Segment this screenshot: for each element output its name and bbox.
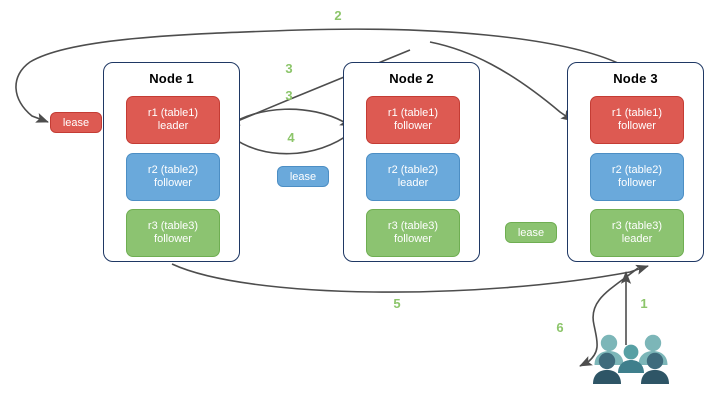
replica-r2-node2[interactable]: r2 (table2) leader (366, 153, 460, 201)
replica-r2-node1[interactable]: r2 (table2) follower (126, 153, 220, 201)
replica-r1-node2[interactable]: r1 (table1) follower (366, 96, 460, 144)
replica-name: r1 (table1) (611, 107, 663, 119)
replica-r2-node3[interactable]: r2 (table2) follower (590, 153, 684, 201)
step-label-4: 4 (287, 130, 295, 145)
replica-role: leader (157, 120, 189, 132)
replica-name: r3 (table3) (147, 220, 199, 232)
replica-r3-node3[interactable]: r3 (table3) leader (590, 209, 684, 257)
edge-6-node3-to-client (579, 267, 639, 367)
lease-badge-green[interactable]: lease (505, 222, 557, 243)
replica-role: follower (618, 120, 656, 132)
replica-role: leader (397, 177, 429, 189)
replica-role: follower (394, 120, 432, 132)
lease-label: lease (517, 226, 545, 239)
replica-name: r3 (table3) (611, 220, 663, 232)
edge-2-lease-transfer (15, 28, 621, 123)
node-container-3[interactable]: Node 3 r1 (table1) follower r2 (table2) … (567, 62, 704, 262)
step-label-5: 5 (393, 296, 401, 311)
replica-r3-node2[interactable]: r3 (table3) follower (366, 209, 460, 257)
lease-label: lease (289, 170, 317, 183)
step-label-6: 6 (556, 320, 564, 335)
replica-name: r2 (table2) (387, 164, 439, 176)
replica-name: r1 (table1) (387, 107, 439, 119)
replica-name: r2 (table2) (611, 164, 663, 176)
replica-r1-node1[interactable]: r1 (table1) leader (126, 96, 220, 144)
edge-5-node1-to-node3 (171, 263, 649, 293)
lease-badge-blue[interactable]: lease (277, 166, 329, 187)
step-label-2: 2 (334, 8, 342, 23)
step-label-1: 1 (640, 296, 648, 311)
replica-name: r2 (table2) (147, 164, 199, 176)
node-title: Node 3 (613, 71, 658, 86)
replica-role: leader (621, 233, 653, 245)
edge-request-to-node3 (429, 41, 574, 122)
people-group-icon (593, 334, 669, 384)
replica-role: follower (154, 233, 192, 245)
lease-label: lease (62, 116, 90, 129)
node-container-1[interactable]: Node 1 r1 (table1) leader r2 (table2) fo… (103, 62, 240, 262)
lease-badge-red[interactable]: lease (50, 112, 102, 133)
node-title: Node 1 (149, 71, 194, 86)
replica-role: follower (154, 177, 192, 189)
node-container-2[interactable]: Node 2 r1 (table1) follower r2 (table2) … (343, 62, 480, 262)
client-actor (592, 332, 670, 388)
replica-role: follower (618, 177, 656, 189)
replica-r3-node1[interactable]: r3 (table3) follower (126, 209, 220, 257)
step-label-3b: 3 (285, 88, 293, 103)
replica-name: r1 (table1) (147, 107, 199, 119)
replica-role: follower (394, 233, 432, 245)
node-title: Node 2 (389, 71, 434, 86)
edge-3-node1-to-node2 (223, 108, 353, 129)
step-label-3a: 3 (285, 61, 293, 76)
replica-name: r3 (table3) (387, 220, 439, 232)
replica-r1-node3[interactable]: r1 (table1) follower (590, 96, 684, 144)
